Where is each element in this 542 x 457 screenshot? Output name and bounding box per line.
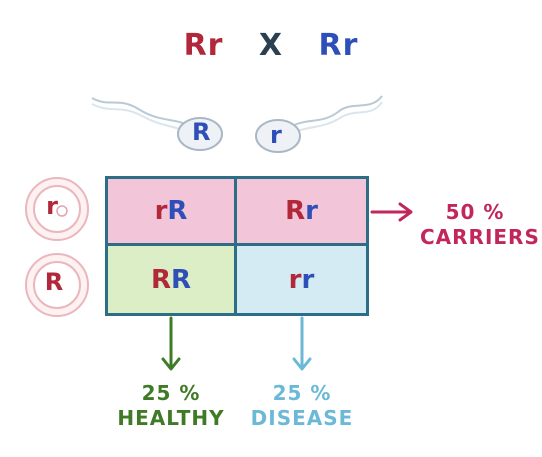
parent-right-genotype: Rr — [318, 28, 359, 63]
cell-allele-first: R — [285, 196, 306, 226]
healthy-percent: 25 % — [141, 381, 201, 405]
cell-allele-first: r — [288, 264, 302, 295]
healthy-label: HEALTHY — [117, 406, 225, 430]
outcome-healthy: 25 % HEALTHY — [111, 381, 231, 431]
sperm-right-icon — [255, 95, 383, 153]
sperm-left-allele: R — [192, 118, 211, 146]
carriers-label: CARRIERS — [420, 225, 540, 249]
parent-cross: Rr X Rr — [0, 28, 542, 63]
outcome-disease: 25 % DISEASE — [242, 381, 362, 431]
sperm-left-icon — [91, 97, 223, 151]
carriers-percent: 50 % — [445, 200, 505, 224]
disease-label: DISEASE — [250, 406, 354, 430]
arrow-down-disease-icon — [292, 316, 312, 371]
cell-allele-second: r — [301, 264, 315, 295]
cell-allele-second: R — [171, 264, 192, 295]
cell-allele-first: R — [150, 264, 171, 295]
egg-bottom-icon — [25, 253, 89, 317]
cell-allele-first: r — [154, 196, 168, 226]
egg-bottom-allele: R — [44, 268, 64, 296]
egg-top-icon — [25, 177, 89, 241]
egg-top-allele: r — [46, 192, 58, 220]
disease-percent: 25 % — [272, 381, 332, 405]
cross-symbol: X — [258, 28, 284, 63]
cell-allele-second: r — [305, 196, 318, 226]
cell-allele-second: R — [167, 196, 188, 226]
arrow-down-healthy-icon — [161, 316, 181, 371]
sperm-right-allele: r — [270, 121, 282, 149]
outcome-carriers: 50 % CARRIERS — [420, 200, 540, 250]
arrow-right-icon — [370, 202, 413, 222]
parent-left-genotype: Rr — [183, 28, 224, 63]
